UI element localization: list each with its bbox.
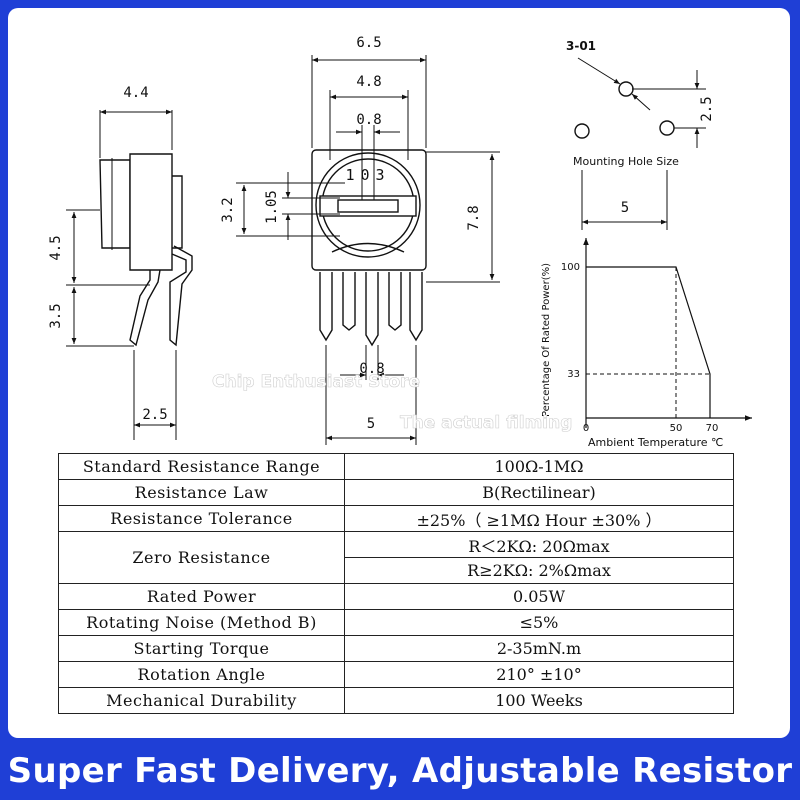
mount-caption: Mounting Hole Size [573, 155, 679, 168]
front-dim-inner: 4.8 [356, 74, 381, 90]
table-row: R≥2KΩ: 2%Ωmax [59, 557, 734, 584]
derating-chart [583, 238, 752, 428]
table-row: Rotating Noise (Method B) ≤5% [58, 609, 734, 636]
watermark-note: The actual filming [400, 413, 572, 433]
side-dim-upper: 4.5 [48, 235, 64, 260]
mounting-holes [574, 57, 706, 230]
spec-value: ±25%（ ≥1MΩ Hour ±30% ） [344, 505, 734, 532]
spec-value: B(Rectilinear) [344, 479, 734, 506]
spec-value: 210° ±10° [344, 661, 734, 688]
side-dim-pitch: 2.5 [142, 407, 167, 423]
spec-value: 100 Weeks [344, 687, 734, 714]
spec-label: Resistance Law [58, 479, 345, 506]
table-row: Zero Resistance R＜2KΩ: 20Ωmax [58, 531, 734, 584]
derating-tick-33: 33 [567, 369, 580, 380]
derating-tick-70: 70 [706, 423, 719, 434]
spec-label: Rotation Angle [58, 661, 345, 688]
spec-label: Rated Power [58, 583, 345, 610]
spec-value: 100Ω-1MΩ [344, 453, 734, 480]
front-dim-height: 7.8 [466, 205, 482, 230]
table-row: Rated Power 0.05W [58, 583, 734, 610]
table-row: Rotation Angle 210° ±10° [58, 661, 734, 688]
mount-callout: 3-01 [566, 39, 596, 53]
table-row: Resistance Tolerance ±25%（ ≥1MΩ Hour ±30… [58, 505, 734, 532]
side-dim-width: 4.4 [123, 85, 148, 101]
spec-value: 2-35mN.m [344, 635, 734, 662]
mount-dim-horizontal: 5 [621, 200, 629, 216]
table-row: Standard Resistance Range 100Ω-1MΩ [58, 453, 734, 480]
front-dim-slot-height: 1.05 [264, 190, 280, 224]
derating-ylabel: Percentage Of Rated Power(%) [541, 263, 552, 417]
side-dim-lower: 3.5 [48, 303, 64, 328]
technical-drawing: 4.4 4.5 3.5 2.5 6.5 4.8 0.8 7.8 3.2 1.05… [48, 35, 752, 449]
front-dim-pin-width: 0.8 [359, 361, 384, 377]
spec-label: Starting Torque [58, 635, 345, 662]
spec-value: 0.05W [344, 583, 734, 610]
footer-banner: Super Fast Delivery, Adjustable Resistor [7, 751, 793, 791]
spec-value: ≤5% [344, 609, 734, 636]
table-row: Starting Torque 2-35mN.m [58, 635, 734, 662]
derating-tick-50: 50 [670, 423, 683, 434]
spec-label: Mechanical Durability [58, 687, 345, 714]
front-dim-outer: 6.5 [356, 35, 381, 51]
table-row: Resistance Law B(Rectilinear) [58, 479, 734, 506]
mount-dim-vertical: 2.5 [699, 96, 715, 121]
spec-label: Rotating Noise (Method B) [58, 609, 345, 636]
front-view [236, 55, 500, 445]
side-view [66, 109, 193, 440]
front-dim-pin-span: 5 [367, 416, 375, 432]
derating-tick-100: 100 [561, 262, 580, 273]
spec-table: Standard Resistance Range 100Ω-1MΩ Resis… [58, 453, 734, 714]
derating-xlabel: Ambient Temperature ℃ [588, 436, 723, 449]
front-dim-slot: 0.8 [356, 112, 381, 128]
spec-label: Standard Resistance Range [58, 453, 345, 480]
front-dim-offset: 3.2 [220, 197, 236, 222]
derating-tick-0: 0 [583, 423, 589, 434]
spec-label: Zero Resistance [58, 531, 345, 584]
spec-value: R≥2KΩ: 2%Ωmax [344, 557, 734, 584]
spec-label: Resistance Tolerance [58, 505, 345, 532]
table-row: Mechanical Durability 100 Weeks [58, 687, 734, 714]
watermark-store: Chip Enthusiast Store [212, 372, 420, 392]
spec-value: R＜2KΩ: 20Ωmax [344, 531, 734, 558]
resistor-marking: 103 [345, 166, 390, 184]
